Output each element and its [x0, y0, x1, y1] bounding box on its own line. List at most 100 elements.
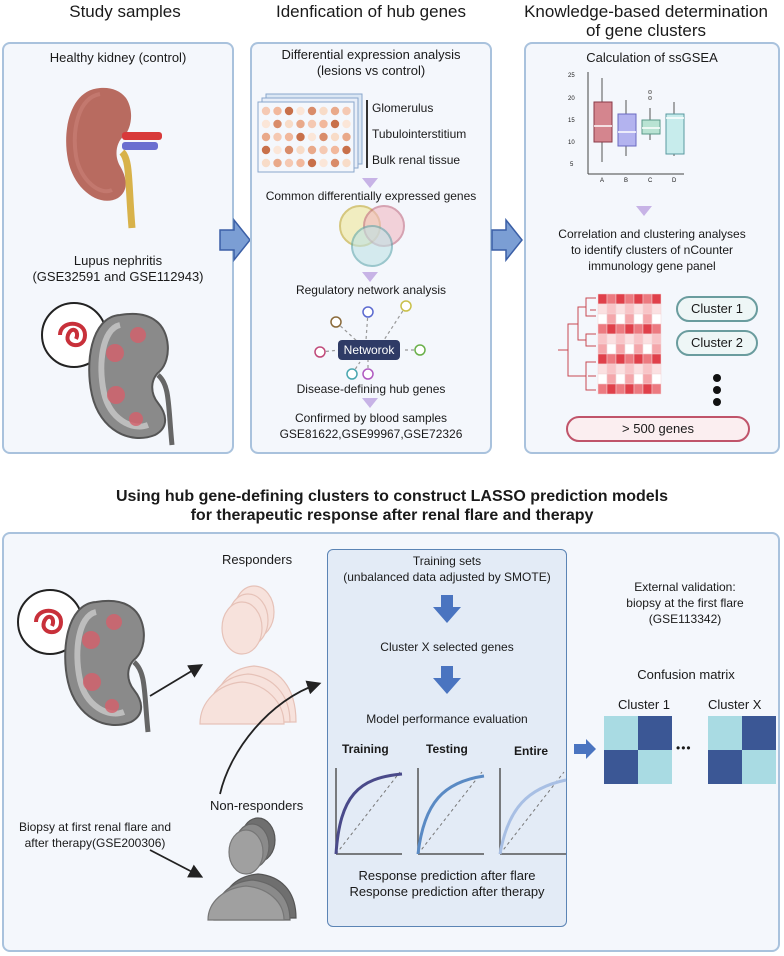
plate-well — [284, 119, 294, 129]
heatmap-cell — [651, 333, 662, 345]
heatmap-cell — [606, 323, 617, 335]
heatmap-cell — [615, 313, 626, 325]
plate-well — [342, 132, 351, 142]
plate-well — [330, 145, 340, 155]
heatmap-cell — [642, 353, 653, 365]
heatmap-cell — [624, 363, 635, 375]
plate-well — [273, 132, 282, 142]
plate-well — [330, 119, 340, 129]
heatmap-cell — [597, 313, 608, 325]
heatmap-cell — [624, 353, 635, 365]
plate-well — [319, 119, 328, 129]
heatmap-cell — [606, 343, 617, 355]
heatmap-cell — [597, 303, 608, 315]
network-diagram — [314, 300, 426, 380]
heatmap-cell — [651, 383, 662, 395]
cluster-2-pill: Cluster 2 — [676, 330, 758, 356]
plate-well — [307, 119, 317, 129]
plate-well — [261, 145, 271, 155]
ytick: 25 — [568, 73, 575, 79]
plate-well — [296, 132, 305, 142]
plate-well — [284, 145, 294, 155]
heatmap-cell — [651, 293, 662, 305]
heatmap-cell — [615, 303, 626, 315]
plate-well — [284, 158, 294, 168]
down-arrow-small-1 — [362, 178, 378, 188]
bottom-title-2: for therapeutic response after renal fla… — [190, 507, 594, 524]
plate-well — [330, 158, 340, 168]
ytick: 15 — [568, 118, 575, 124]
heatmap-cell — [606, 383, 617, 395]
plate-well — [342, 119, 351, 129]
heatmap-cell — [633, 343, 644, 355]
genes-count-pill: > 500 genes — [566, 416, 750, 442]
heatmap-cell — [624, 333, 635, 345]
heatmap-cell — [642, 303, 653, 315]
corr-label-1: Correlation and clustering analyses — [558, 227, 746, 241]
roc-testing-label: Testing — [426, 742, 468, 756]
healthy-kidney-label: Healthy kidney (control) — [49, 50, 187, 65]
vertical-ellipsis-icon — [713, 374, 721, 406]
plate-well — [261, 158, 271, 168]
xtick-a: A — [600, 178, 605, 184]
biopsy-label-1: Biopsy at first renal flare and — [18, 820, 172, 834]
heatmap-cell — [615, 323, 626, 335]
heatmap-cell — [615, 333, 626, 345]
corr-label-2: to identify clusters of nCounter — [570, 243, 734, 257]
heatmap-cell — [633, 333, 644, 345]
down-arrow-small-4 — [636, 206, 652, 216]
roc-entire-curve — [498, 768, 567, 855]
heatmap-cell — [633, 293, 644, 305]
plate-well — [273, 106, 282, 116]
responders-figure-icon — [199, 585, 297, 725]
plate-well — [296, 106, 305, 116]
plate-well — [273, 158, 282, 168]
heatmap-cell — [606, 313, 617, 325]
heatmap-cell — [633, 303, 644, 315]
cluster-heatmap — [558, 293, 662, 395]
down-arrow-big-1 — [433, 595, 461, 623]
heatmap-cell — [606, 333, 617, 345]
lupus-kidney-icon — [41, 302, 175, 446]
plate-well — [319, 132, 328, 142]
plate-well — [319, 145, 328, 155]
expression-plate-icon — [257, 93, 363, 173]
heatmap-cell — [615, 343, 626, 355]
heatmap-cell — [597, 363, 608, 375]
plate-well — [307, 106, 317, 116]
down-arrow-small-3 — [362, 398, 378, 408]
heatmap-cell — [615, 353, 626, 365]
cluster-x-genes-label: Cluster X selected genes — [380, 640, 514, 654]
heatmap-cell — [651, 363, 662, 375]
plate-well — [307, 145, 317, 155]
plate-well — [284, 132, 294, 142]
confirmed-label-2: GSE81622,GSE99967,GSE72326 — [279, 427, 463, 441]
roc-training-curve — [334, 768, 403, 855]
heatmap-cell — [633, 383, 644, 395]
header-identification: Idenfication of hub genes — [276, 2, 466, 21]
lupus-kidney-icon-2 — [17, 589, 151, 733]
ssgsea-boxplot — [587, 72, 685, 175]
heatmap-cell — [597, 353, 608, 365]
heatmap-cell — [642, 373, 653, 385]
heatmap-cell — [597, 343, 608, 355]
plate-well — [261, 132, 271, 142]
heatmap-cell — [651, 313, 662, 325]
confusion-matrix-1 — [604, 716, 672, 784]
heatmap-cell — [624, 313, 635, 325]
plate-well — [307, 158, 317, 168]
plate-well — [261, 106, 271, 116]
confirmed-label-1: Confirmed by blood samples — [294, 411, 448, 425]
heatmap-cell — [633, 323, 644, 335]
heatmap-cell — [642, 313, 653, 325]
cm-cluster-x-label: Cluster X — [708, 697, 762, 712]
healthy-kidney-icon — [66, 87, 162, 229]
ytick: 10 — [568, 140, 575, 146]
plate-well — [307, 132, 317, 142]
corr-label-3: immunology gene panel — [588, 259, 716, 273]
plate-well — [342, 158, 351, 168]
training-sets-label-2: (unbalanced data adjusted by SMOTE) — [343, 570, 551, 584]
cm-ellipsis: ••• — [676, 741, 692, 755]
down-arrow-small-2 — [362, 272, 378, 282]
flow-arrow-2 — [491, 217, 523, 263]
